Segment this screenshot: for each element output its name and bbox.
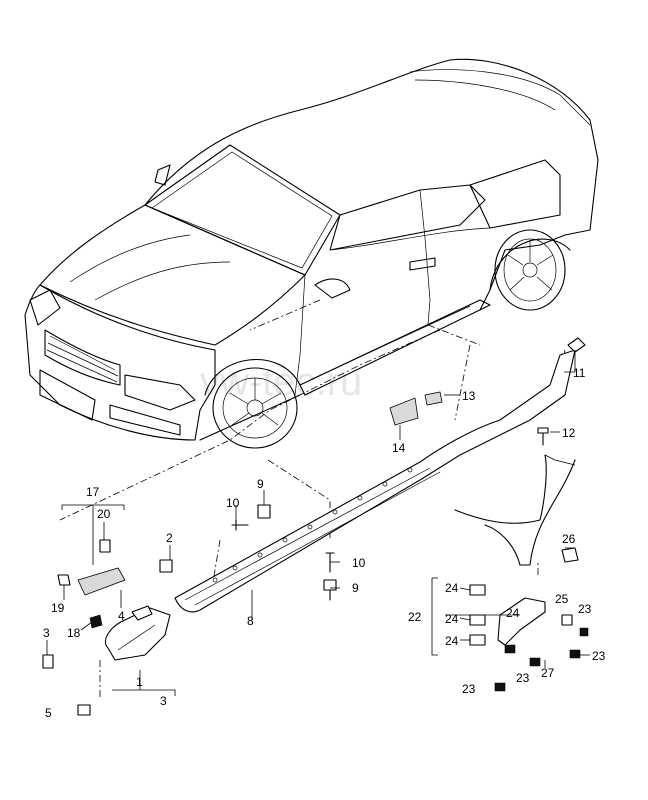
callout-1: 1 xyxy=(136,675,143,689)
callout-11: 11 xyxy=(573,366,586,380)
sill-cover-part-8 xyxy=(174,349,576,613)
callout-23a: 23 xyxy=(578,602,592,616)
callout-20: 20 xyxy=(97,507,111,521)
callout-labels: 1 2 3 3 4 5 8 9 9 10 10 11 12 13 14 17 1… xyxy=(43,366,606,720)
wheel-arch-detail xyxy=(454,454,589,692)
callout-4: 4 xyxy=(118,609,125,623)
screw-part-2 xyxy=(159,559,173,573)
callout-18: 18 xyxy=(67,626,81,640)
callout-26: 26 xyxy=(562,532,576,546)
screw-part-18 xyxy=(89,614,103,629)
clip-part-3 xyxy=(42,654,54,669)
callout-23c: 23 xyxy=(516,671,530,685)
callout-17: 17 xyxy=(86,485,100,499)
callout-10a: 10 xyxy=(226,496,240,510)
callout-9b: 9 xyxy=(352,581,359,595)
car-illustration xyxy=(24,58,599,449)
callout-10b: 10 xyxy=(352,556,366,570)
clip-part-11 xyxy=(567,337,586,353)
callout-24c: 24 xyxy=(445,634,459,648)
clip-part-5 xyxy=(77,704,91,716)
callout-23d: 23 xyxy=(462,682,476,696)
callout-14: 14 xyxy=(392,441,406,455)
callout-3b: 3 xyxy=(160,694,167,708)
callout-2: 2 xyxy=(166,531,173,545)
callout-3a: 3 xyxy=(43,626,50,640)
fasteners-9-10 xyxy=(231,504,337,601)
clip-part-13 xyxy=(424,391,443,406)
bracket-part-17 xyxy=(77,567,126,596)
clip-part-19 xyxy=(57,574,71,586)
end-cap-part-1 xyxy=(104,605,171,661)
callout-27: 27 xyxy=(541,666,555,680)
callout-24b: 24 xyxy=(445,612,459,626)
callout-22: 22 xyxy=(408,610,422,624)
callout-24a: 24 xyxy=(445,581,459,595)
screw-part-12 xyxy=(537,427,549,446)
callout-9a: 9 xyxy=(257,477,264,491)
callout-19: 19 xyxy=(51,601,65,615)
callout-23b: 23 xyxy=(592,649,606,663)
callout-13: 13 xyxy=(462,389,476,403)
callout-12: 12 xyxy=(562,426,576,440)
callout-24d: 24 xyxy=(506,606,520,620)
callout-leaders xyxy=(46,350,590,713)
callout-25: 25 xyxy=(555,592,569,606)
nut-part-20 xyxy=(99,539,111,553)
holder-part-14 xyxy=(389,397,419,426)
callout-8: 8 xyxy=(247,614,254,628)
callout-5: 5 xyxy=(45,706,52,720)
